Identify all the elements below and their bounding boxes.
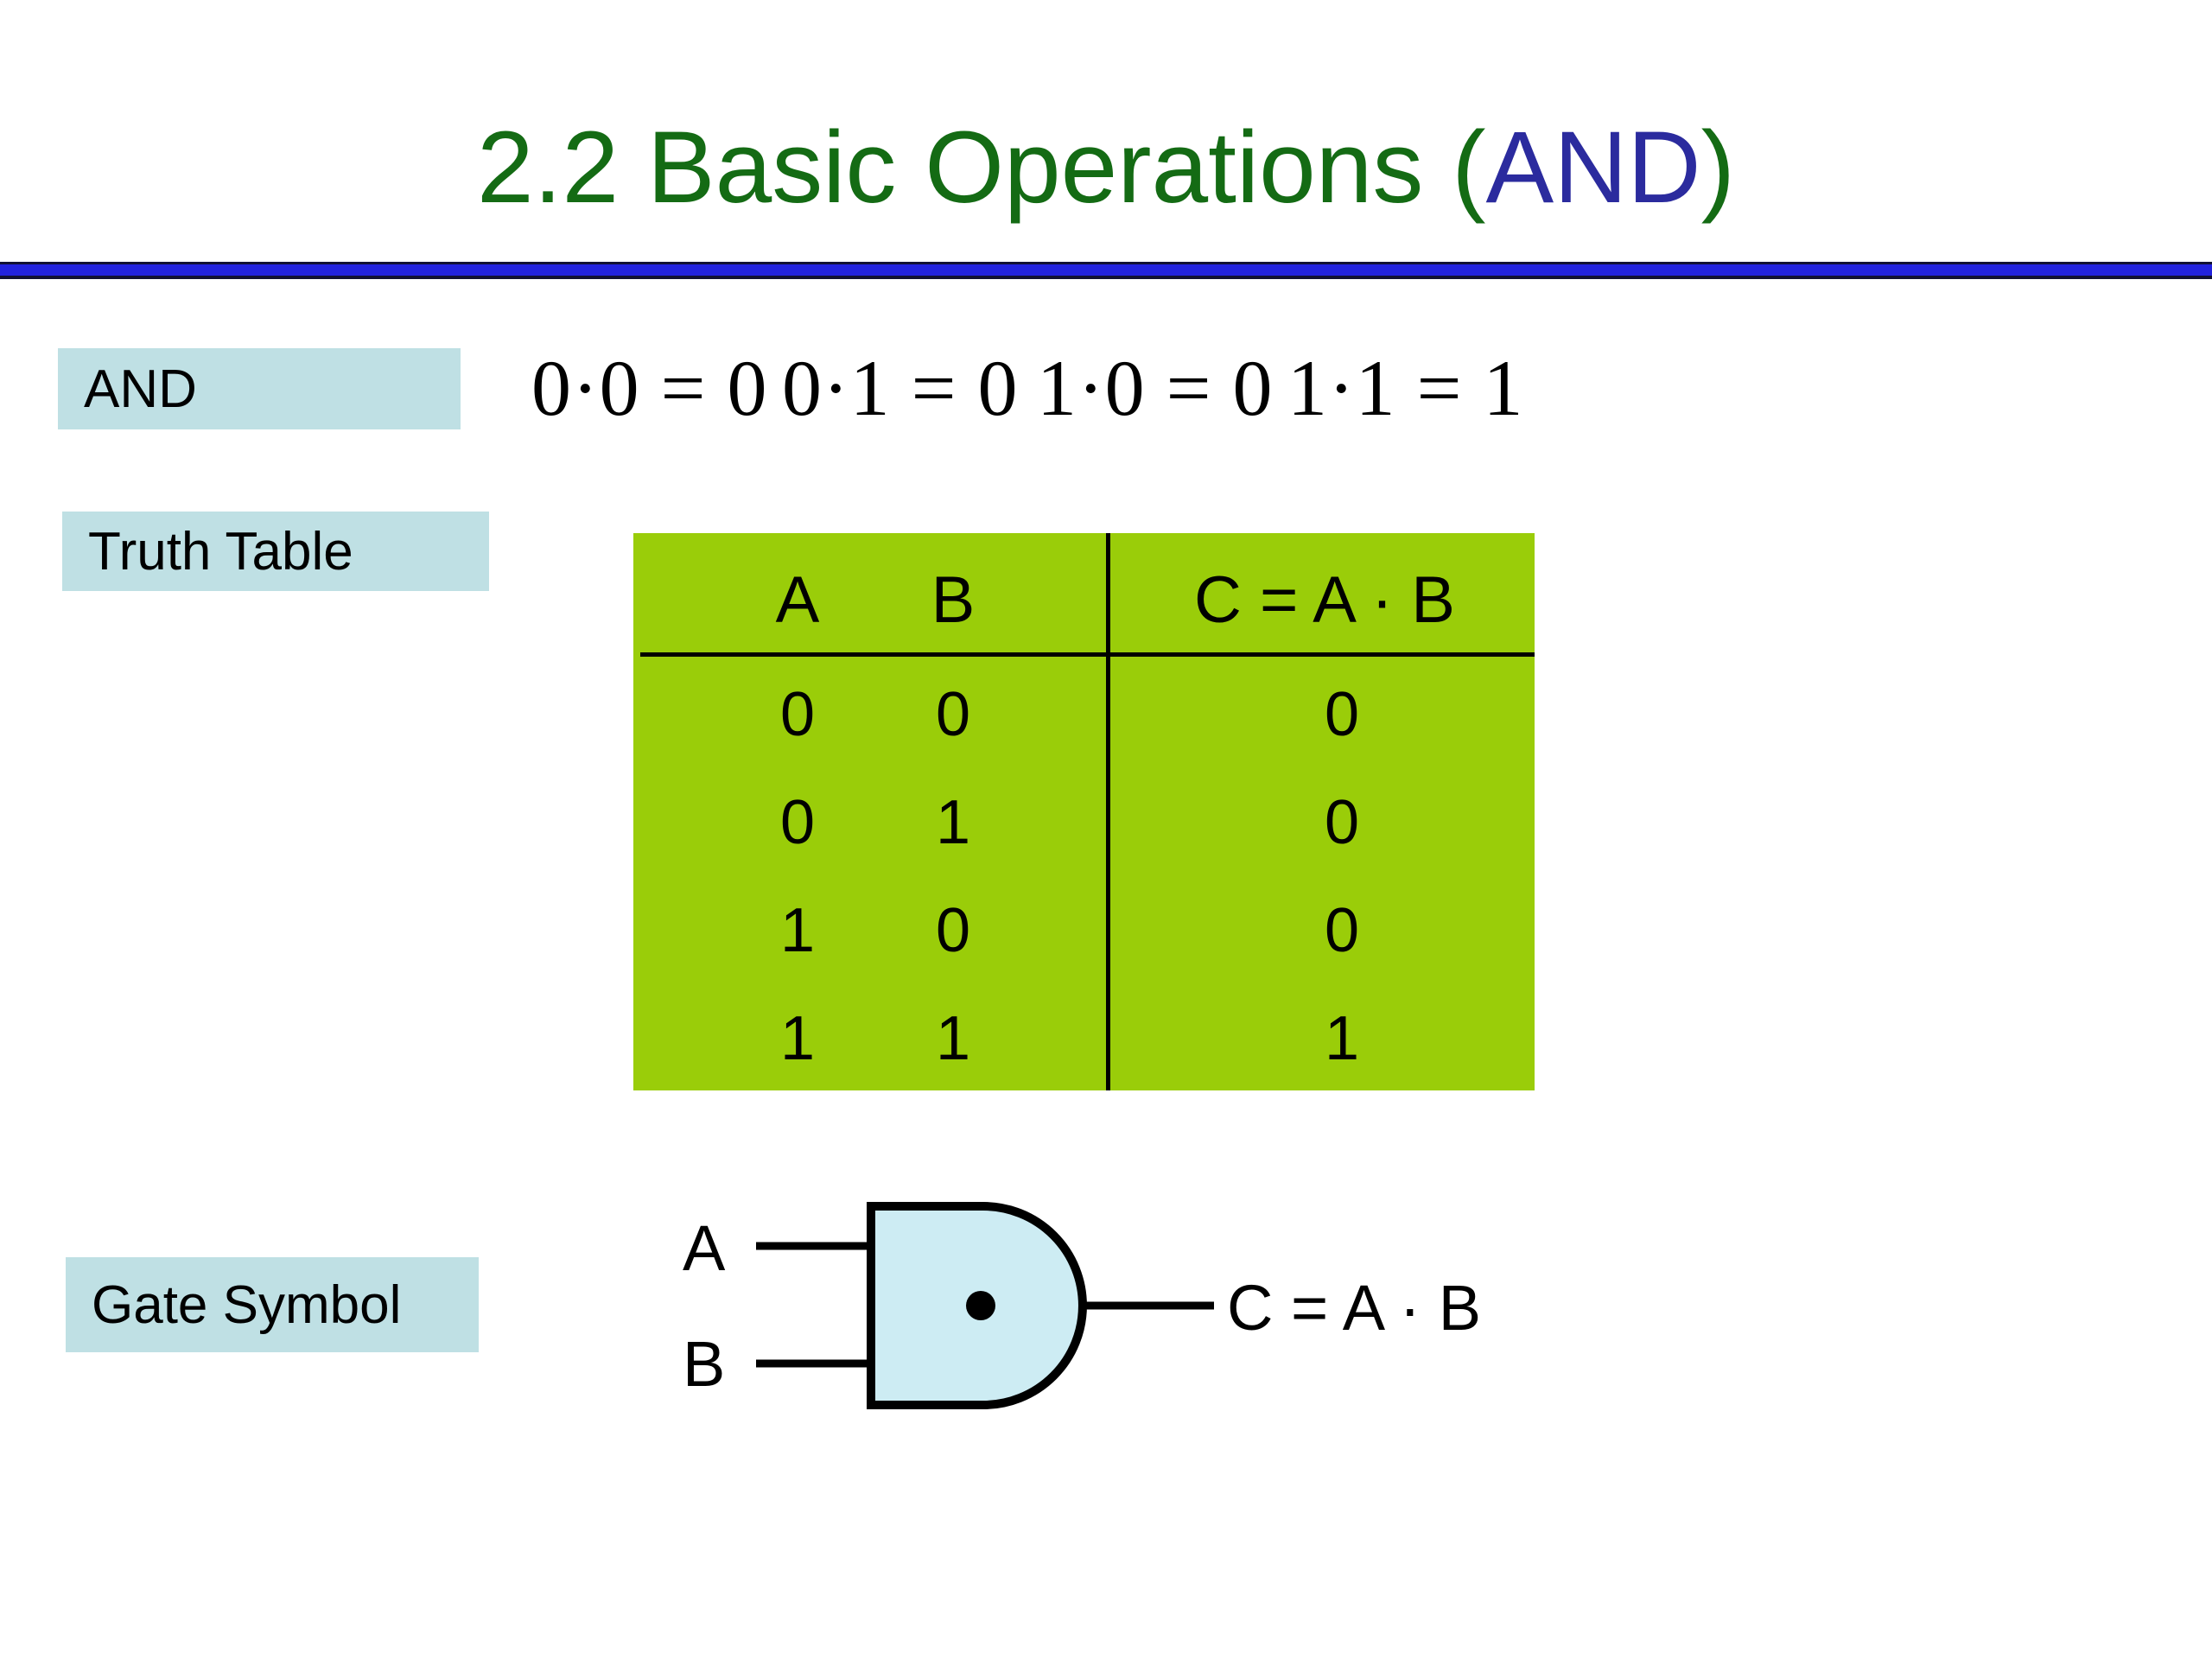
- gate-operator-dot-icon: [966, 1291, 995, 1320]
- caption-chip-gate-symbol-label: Gate Symbol: [92, 1274, 402, 1335]
- caption-chip-truth-table-label: Truth Table: [88, 521, 353, 582]
- truth-table-header-c: C = A · B: [1193, 563, 1456, 637]
- truth-table-cell-b: 1: [935, 788, 971, 857]
- truth-table: A B C = A · B 0 0 0 0 1 0 1 0 0 1 1 1: [633, 533, 1535, 1090]
- truth-table-cell-b: 0: [935, 680, 971, 749]
- and-equations-row: 0·0 = 0 0·1 = 0 1·0 = 0 1·1 = 1: [518, 342, 1987, 437]
- truth-table-cell-a: 0: [779, 680, 816, 749]
- gate-input-label-b: B: [683, 1328, 726, 1400]
- truth-table-cell-c: 1: [1324, 1004, 1360, 1073]
- truth-table-header-a: A: [775, 563, 820, 637]
- truth-table-cell-a: 1: [779, 896, 816, 965]
- and-gate-icon: [756, 1202, 1214, 1409]
- table-row: 1 1 1: [633, 991, 1535, 1086]
- page-title-main: 2.2 Basic Operations (: [477, 111, 1486, 225]
- truth-table-cell-b: 0: [935, 896, 971, 965]
- truth-table-cell-b: 1: [935, 1004, 971, 1073]
- caption-chip-and: AND: [58, 348, 461, 429]
- truth-table-cell-c: 0: [1324, 680, 1360, 749]
- table-row: 0 1 0: [633, 775, 1535, 870]
- equation-1: 0·1 = 0: [782, 344, 1019, 432]
- equation-3: 1·1 = 1: [1287, 344, 1524, 432]
- truth-table-header-rule: [640, 652, 1535, 657]
- truth-table-cell-a: 1: [779, 1004, 816, 1073]
- truth-table-cell-c: 0: [1324, 788, 1360, 857]
- caption-chip-gate-symbol: Gate Symbol: [66, 1257, 479, 1352]
- page-title-tail: ): [1700, 111, 1735, 225]
- table-row: 1 0 0: [633, 883, 1535, 978]
- truth-table-header-row: A B C = A · B: [633, 552, 1535, 647]
- gate-input-label-a: A: [683, 1212, 726, 1284]
- caption-chip-and-label: AND: [84, 359, 197, 419]
- caption-chip-truth-table: Truth Table: [62, 512, 489, 591]
- truth-table-cell-a: 0: [779, 788, 816, 857]
- table-row: 0 0 0: [633, 667, 1535, 762]
- title-divider-rule: [0, 262, 2212, 279]
- truth-table-cell-c: 0: [1324, 896, 1360, 965]
- page-title-accent: AND: [1485, 111, 1701, 225]
- equation-0: 0·0 = 0: [531, 344, 768, 432]
- equation-2: 1·0 = 0: [1037, 344, 1274, 432]
- gate-output-label: C = A · B: [1227, 1272, 1482, 1344]
- truth-table-vertical-rule: [1106, 533, 1110, 1090]
- and-gate-diagram: A B C = A · B: [657, 1184, 1607, 1434]
- truth-table-header-b: B: [931, 563, 976, 637]
- page-title: 2.2 Basic Operations (AND): [0, 111, 2212, 225]
